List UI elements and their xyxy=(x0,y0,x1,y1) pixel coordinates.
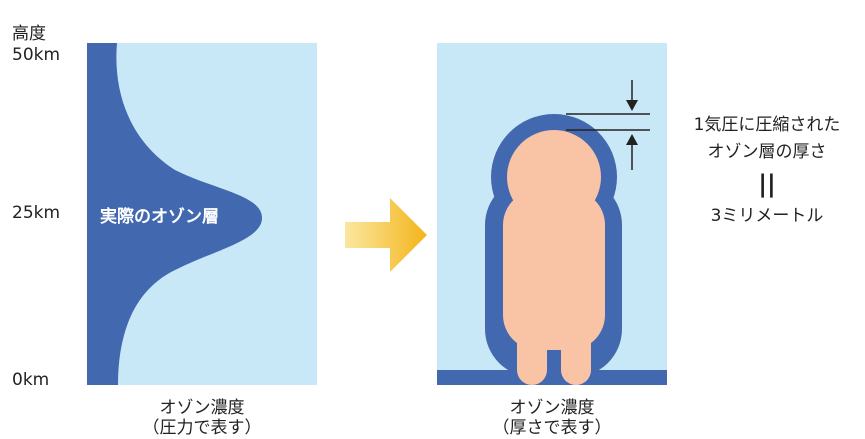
right-caption-line2: （厚さで表す） xyxy=(492,418,612,438)
person-left-leg xyxy=(517,300,547,385)
left-caption-line2: （圧力で表す） xyxy=(142,418,262,438)
axis-title: 高度 xyxy=(12,24,46,44)
annotation-line1: 1気圧に圧縮された xyxy=(693,115,841,135)
arrow-down-icon xyxy=(626,100,638,111)
left-caption-line1: オゾン濃度 xyxy=(159,398,245,418)
tick-0km: 0km xyxy=(12,370,50,390)
tick-50km: 50km xyxy=(12,45,61,65)
person-figure xyxy=(503,130,605,385)
arrow-up-icon xyxy=(626,134,638,145)
ozone-concentration-profile xyxy=(87,43,262,385)
equals-sign: || xyxy=(758,170,776,198)
person-right-leg xyxy=(561,300,591,385)
right-caption-line1: オゾン濃度 xyxy=(509,398,595,418)
annotation-line2: オゾン層の厚さ xyxy=(707,142,827,162)
tick-25km: 25km xyxy=(12,203,61,223)
ozone-ground-layer xyxy=(437,370,667,385)
ozone-layer-label: 実際のオゾン層 xyxy=(100,207,219,227)
annotation-line3: 3ミリメートル xyxy=(710,206,824,226)
transition-arrow xyxy=(345,198,427,272)
